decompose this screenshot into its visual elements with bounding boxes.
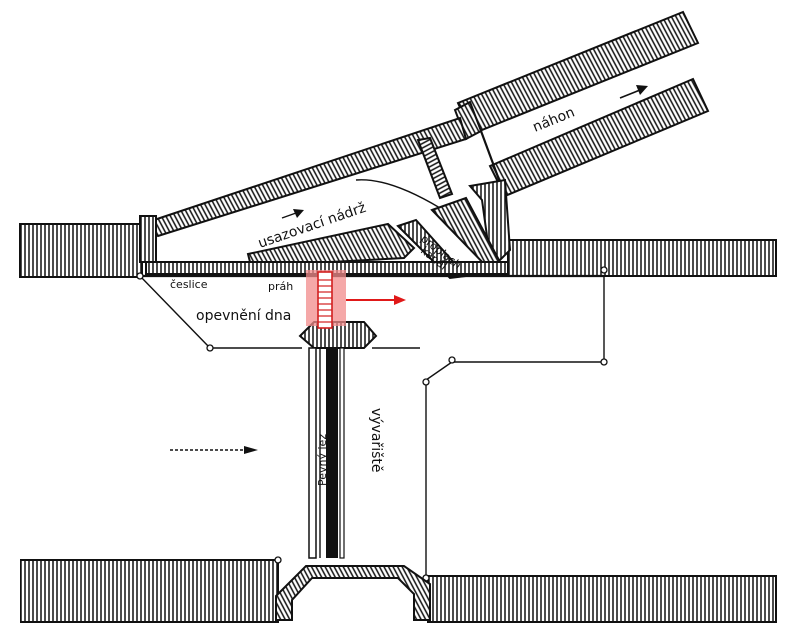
stilling-basin-label: vývařiště: [368, 408, 384, 472]
bed-protection-label: opevnění dna: [196, 308, 291, 324]
stilling-basin-floor: [275, 565, 431, 621]
fixed-weir: [298, 321, 378, 559]
fixed-weir-label: Pevný jez: [316, 434, 329, 486]
lower-right-riverbank: [427, 575, 777, 623]
trash-rack-label: česlice: [170, 278, 208, 291]
bed-protection-outline: [136, 266, 608, 582]
settling-basin-walls: [139, 116, 604, 280]
arrow-right-icon: [170, 446, 258, 454]
arrow-right-icon: [346, 295, 406, 305]
headrace-channel: [453, 10, 710, 198]
water-surface-curve: [355, 179, 441, 209]
arrow-right-icon: [281, 209, 304, 219]
upper-right-riverbank: [507, 239, 777, 277]
upper-left-riverbank: [19, 223, 143, 278]
sill-label: práh: [268, 280, 293, 293]
lower-left-riverbank: [16, 557, 279, 625]
highlight-marker: [306, 270, 346, 329]
arrow-right-icon: [619, 85, 648, 99]
